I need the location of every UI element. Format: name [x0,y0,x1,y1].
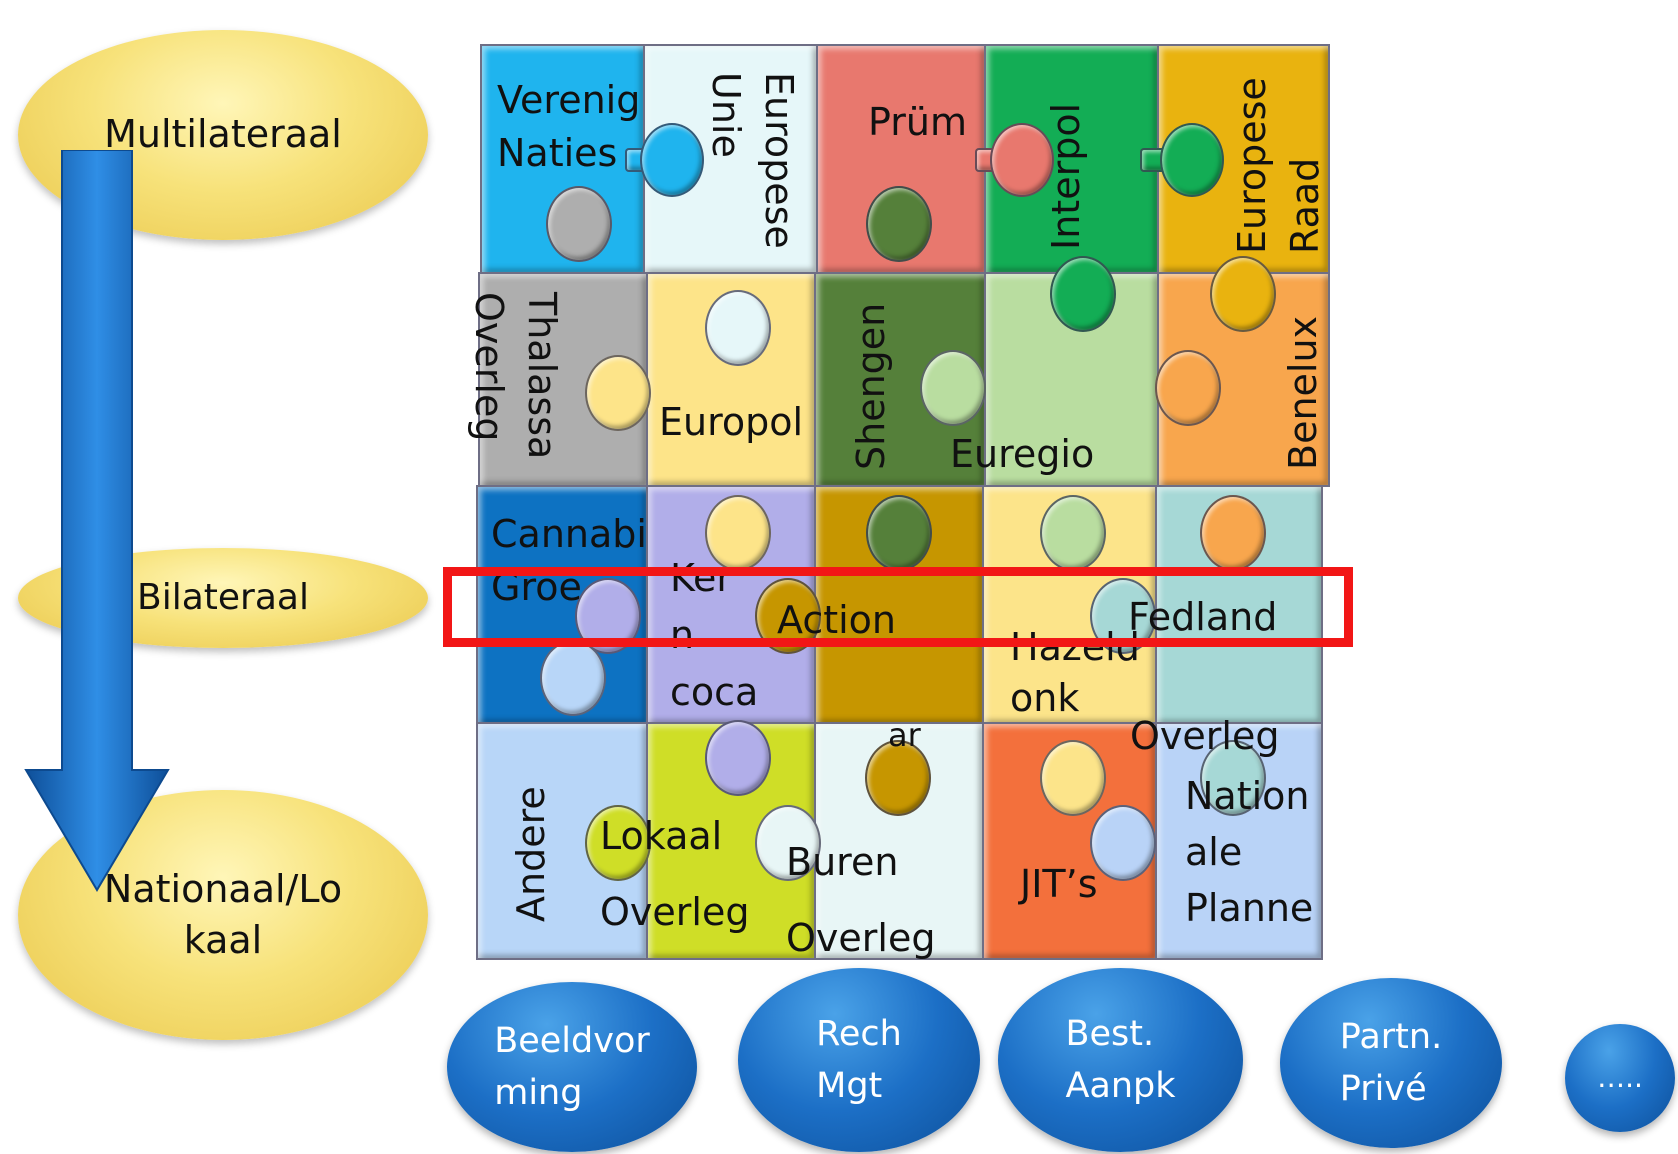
tab-knob [546,186,612,262]
level-multilateraal-label: Multilateraal [104,112,342,157]
label-andere: Andere [509,786,553,922]
tab-knob [540,640,606,716]
tab-knob [705,290,771,366]
label-euregio: Euregio [950,432,1095,476]
tab-knob [705,495,771,571]
label-shengen: Shengen [849,302,893,470]
category-partn-prive-label: Partn. Privé [1339,1016,1443,1110]
tab-knob [1090,805,1156,881]
bilateral-highlight-box [443,567,1353,647]
tab-knob [1210,256,1276,332]
tab-knob [1050,256,1116,332]
label-thalassa-overleg: Thalassa Overleg [466,292,564,460]
category-beeldvorming: Beeldvor ming [447,982,697,1152]
tab-knob [1040,740,1106,816]
tab-knob [1155,350,1221,426]
tab-knob [866,186,932,262]
tab-knob [1040,495,1106,571]
tab-knob [705,720,771,796]
label-prum: Prüm [868,100,967,144]
label-action: Action [777,598,897,642]
label-europese-unie: Europese Unie [703,72,801,249]
tab-knob [990,123,1054,197]
category-more-label: ….. [1597,1061,1643,1094]
tab-knob [585,355,651,431]
tab-knob [866,495,932,571]
category-rech-mgt-label: Rech Mgt [816,1013,902,1107]
category-best-aanpk: Best. Aanpk [998,968,1243,1152]
category-beeldvorming-label: Beeldvor ming [494,1020,650,1114]
tab-knob [1200,495,1266,571]
label-kern-coca: Ker n coca [670,556,759,714]
label-interpol: Interpol [1044,102,1088,250]
category-best-aanpk-label: Best. Aanpk [1065,1013,1176,1107]
label-benelux: Benelux [1281,315,1325,470]
level-arrow [24,150,170,892]
tab-knob [1200,740,1266,816]
tab-knob [920,350,986,426]
label-hazeldonk: Hazeld onk [1010,625,1140,721]
label-fragment-overleg: Overleg [1130,714,1280,758]
label-verenigde-naties: Verenig Naties [497,78,641,176]
tab-knob [640,123,704,197]
label-fedland: Fedland [1128,595,1278,639]
category-rech-mgt: Rech Mgt [738,968,980,1152]
tab-knob [585,805,651,881]
category-more: ….. [1565,1024,1675,1132]
label-buren-overleg: Buren Overleg [786,840,936,960]
label-jits: JIT’s [1020,862,1098,906]
tab-knob [1160,123,1224,197]
tab-knob [865,740,931,816]
tab-knob [755,805,821,881]
label-europese-raad: Europese Raad [1230,77,1328,254]
level-nationaal-lokaal-label: Nationaal/Lo kaal [103,866,343,962]
label-lokaal-overleg: Lokaal Overleg [600,814,750,934]
category-partn-prive: Partn. Privé [1280,978,1502,1148]
label-europol: Europol [659,400,804,444]
label-fragment-ar: ar [888,716,921,754]
label-nationale-planne: Nation ale Planne [1185,774,1314,931]
level-bilateraal-label: Bilateraal [137,576,309,618]
